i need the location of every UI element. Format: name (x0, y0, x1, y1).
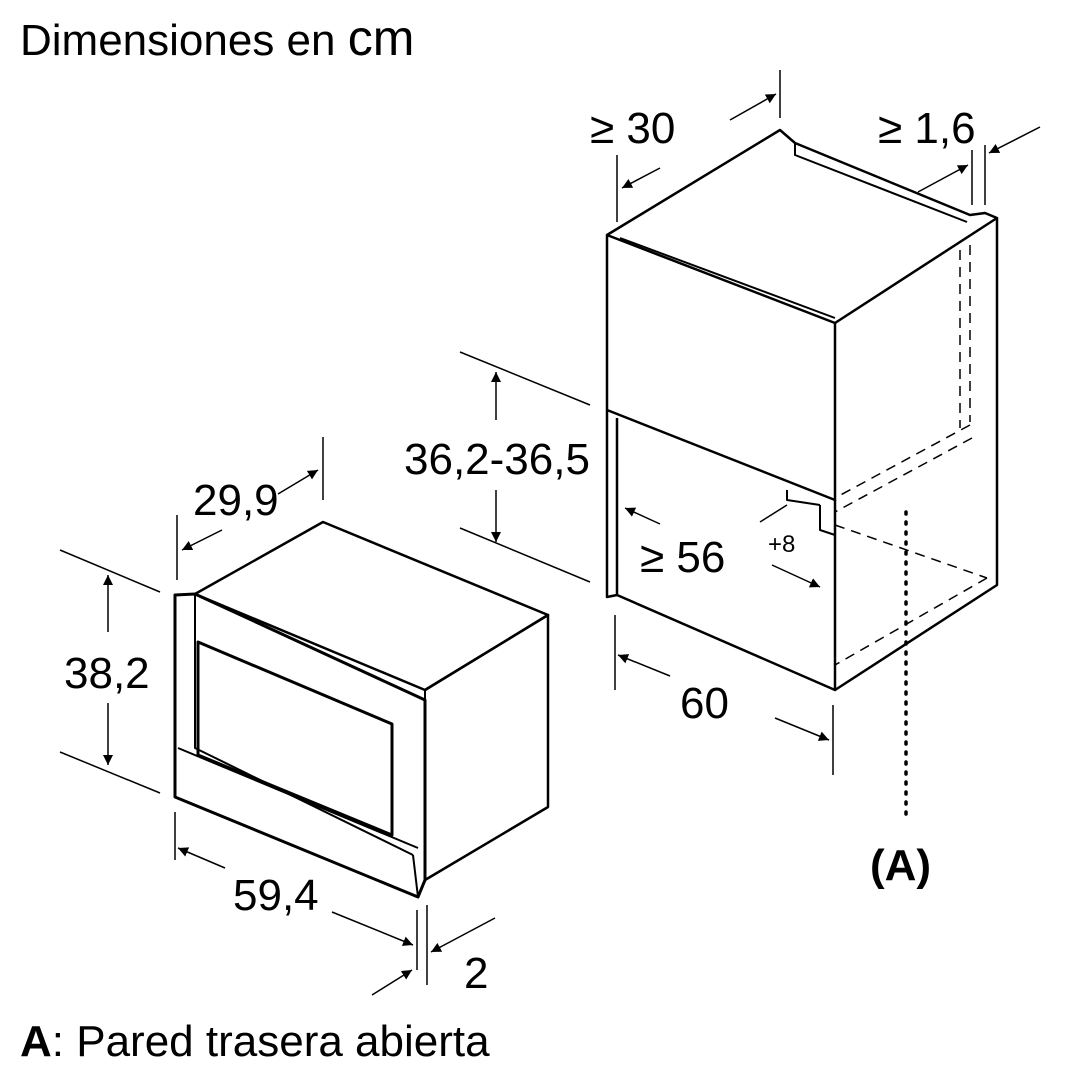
cabinet-dimensions (459, 70, 1041, 775)
appliance-width-label: 59,4 (233, 871, 319, 920)
appliance-top-face (193, 520, 550, 692)
cabinet-niche (615, 418, 837, 692)
page-title: Dimensiones en cm (20, 10, 414, 69)
cabinet-side (834, 218, 999, 692)
cabinet-niche-width-tolerance-label: +8 (768, 531, 795, 558)
cabinet-hidden-edges (834, 245, 988, 666)
cabinet-min-rear-gap-label: ≥ 1,6 (878, 104, 976, 153)
appliance-height-label: 38,2 (64, 649, 150, 698)
appliance-drawing (173, 520, 550, 899)
legend: A: Pared trasera abierta (20, 1014, 490, 1070)
cabinet-top (606, 128, 999, 325)
cabinet-niche-height-label: 36,2-36,5 (404, 435, 590, 484)
legend-separator: : (51, 1017, 65, 1066)
callout-a-label: (A) (870, 841, 931, 890)
legend-text: Pared trasera abierta (64, 1017, 490, 1066)
legend-key: A (20, 1017, 52, 1066)
appliance-window (196, 640, 394, 837)
cabinet-drawing (605, 128, 999, 692)
appliance-side-face (424, 613, 550, 882)
appliance-panel-thickness-label: 2 (464, 949, 488, 998)
title-text: Dimensiones en (20, 16, 336, 65)
appliance-dimensions (59, 437, 496, 996)
appliance-front-frame (173, 592, 427, 899)
cabinet-min-depth-label: ≥ 30 (590, 104, 675, 153)
title-unit: cm (347, 10, 415, 66)
appliance-depth-label: 29,9 (193, 476, 279, 525)
cabinet-width-label: 60 (680, 679, 729, 728)
cabinet-niche-width-label: ≥ 56 (640, 533, 725, 582)
